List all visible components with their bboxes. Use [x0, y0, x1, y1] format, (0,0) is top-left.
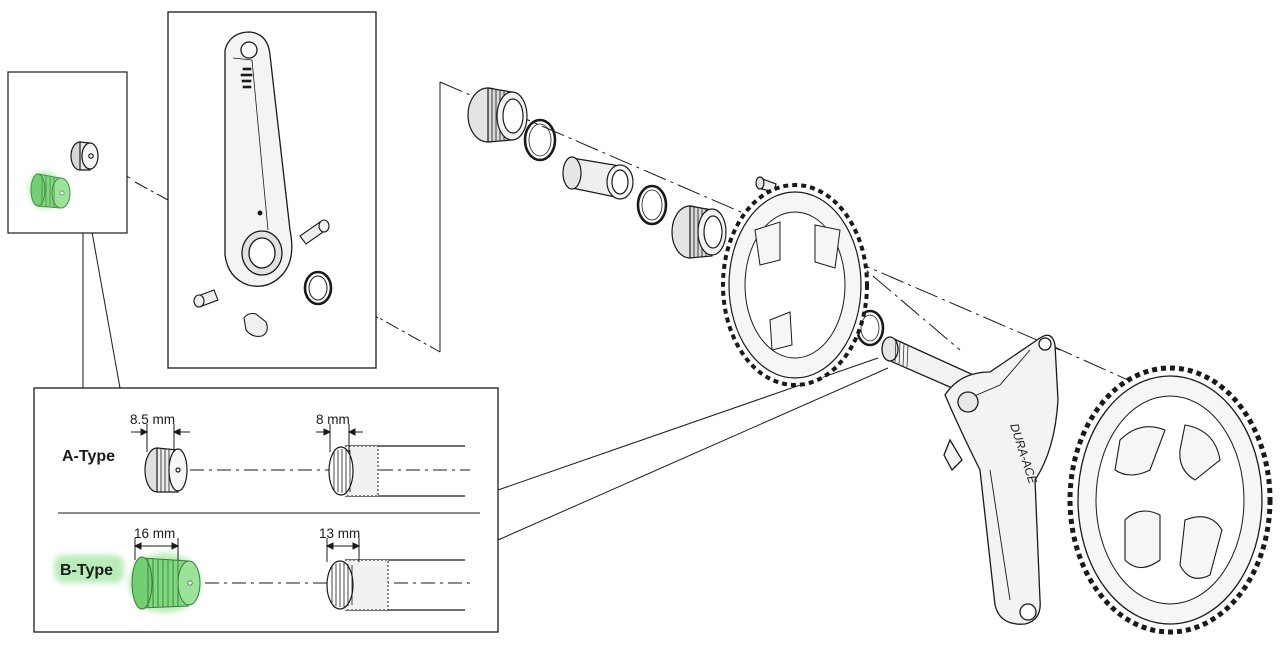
crank-o-ring: [303, 270, 333, 306]
bolt-type-detail-box: A-Type 8.5 mm: [33, 387, 499, 633]
left-crank-arm: [224, 31, 293, 287]
b-type-thread-depth: 13 mm: [319, 526, 360, 541]
b-type-threaded-hole-icon: [326, 559, 465, 611]
pinch-bolt-upper: [299, 219, 330, 245]
right-crank-spindle: DURA-ACE: [881, 334, 1059, 625]
a-type-bolt-length: 8.5 mm: [130, 412, 175, 427]
bb-cup-left: [467, 87, 528, 143]
small-chainring: [721, 183, 869, 387]
pinch-bolt-lower: [193, 289, 219, 308]
b-type-cap-bolt-icon: [29, 171, 71, 209]
b-type-label: B-Type: [60, 562, 113, 579]
a-type-threaded-hole-icon: [328, 445, 465, 497]
a-type-bolt-dimension: [131, 424, 190, 452]
b-type-bolt-length: 16 mm: [134, 526, 175, 541]
bb-cup-right: [671, 205, 727, 259]
cap-bolt-inset: [7, 71, 128, 234]
a-type-bolt-icon: [144, 447, 188, 493]
b-type-bolt-icon: [129, 553, 201, 613]
b-type-bolt-dimension: [133, 538, 180, 560]
a-type-thread-depth: 8 mm: [316, 412, 350, 427]
large-chainring: [1067, 365, 1273, 635]
bb-inner-sleeve: [562, 156, 634, 200]
left-crank-inset: [167, 11, 377, 369]
a-type-thread-dimension: [316, 424, 363, 452]
chainring-bolt: [755, 176, 777, 193]
a-type-label: A-Type: [62, 448, 115, 465]
a-type-cap-bolt-icon: [70, 141, 99, 171]
bottom-bracket-parts: [467, 87, 885, 347]
b-type-thread-dimension: [325, 538, 361, 562]
safety-plate: [243, 312, 268, 337]
